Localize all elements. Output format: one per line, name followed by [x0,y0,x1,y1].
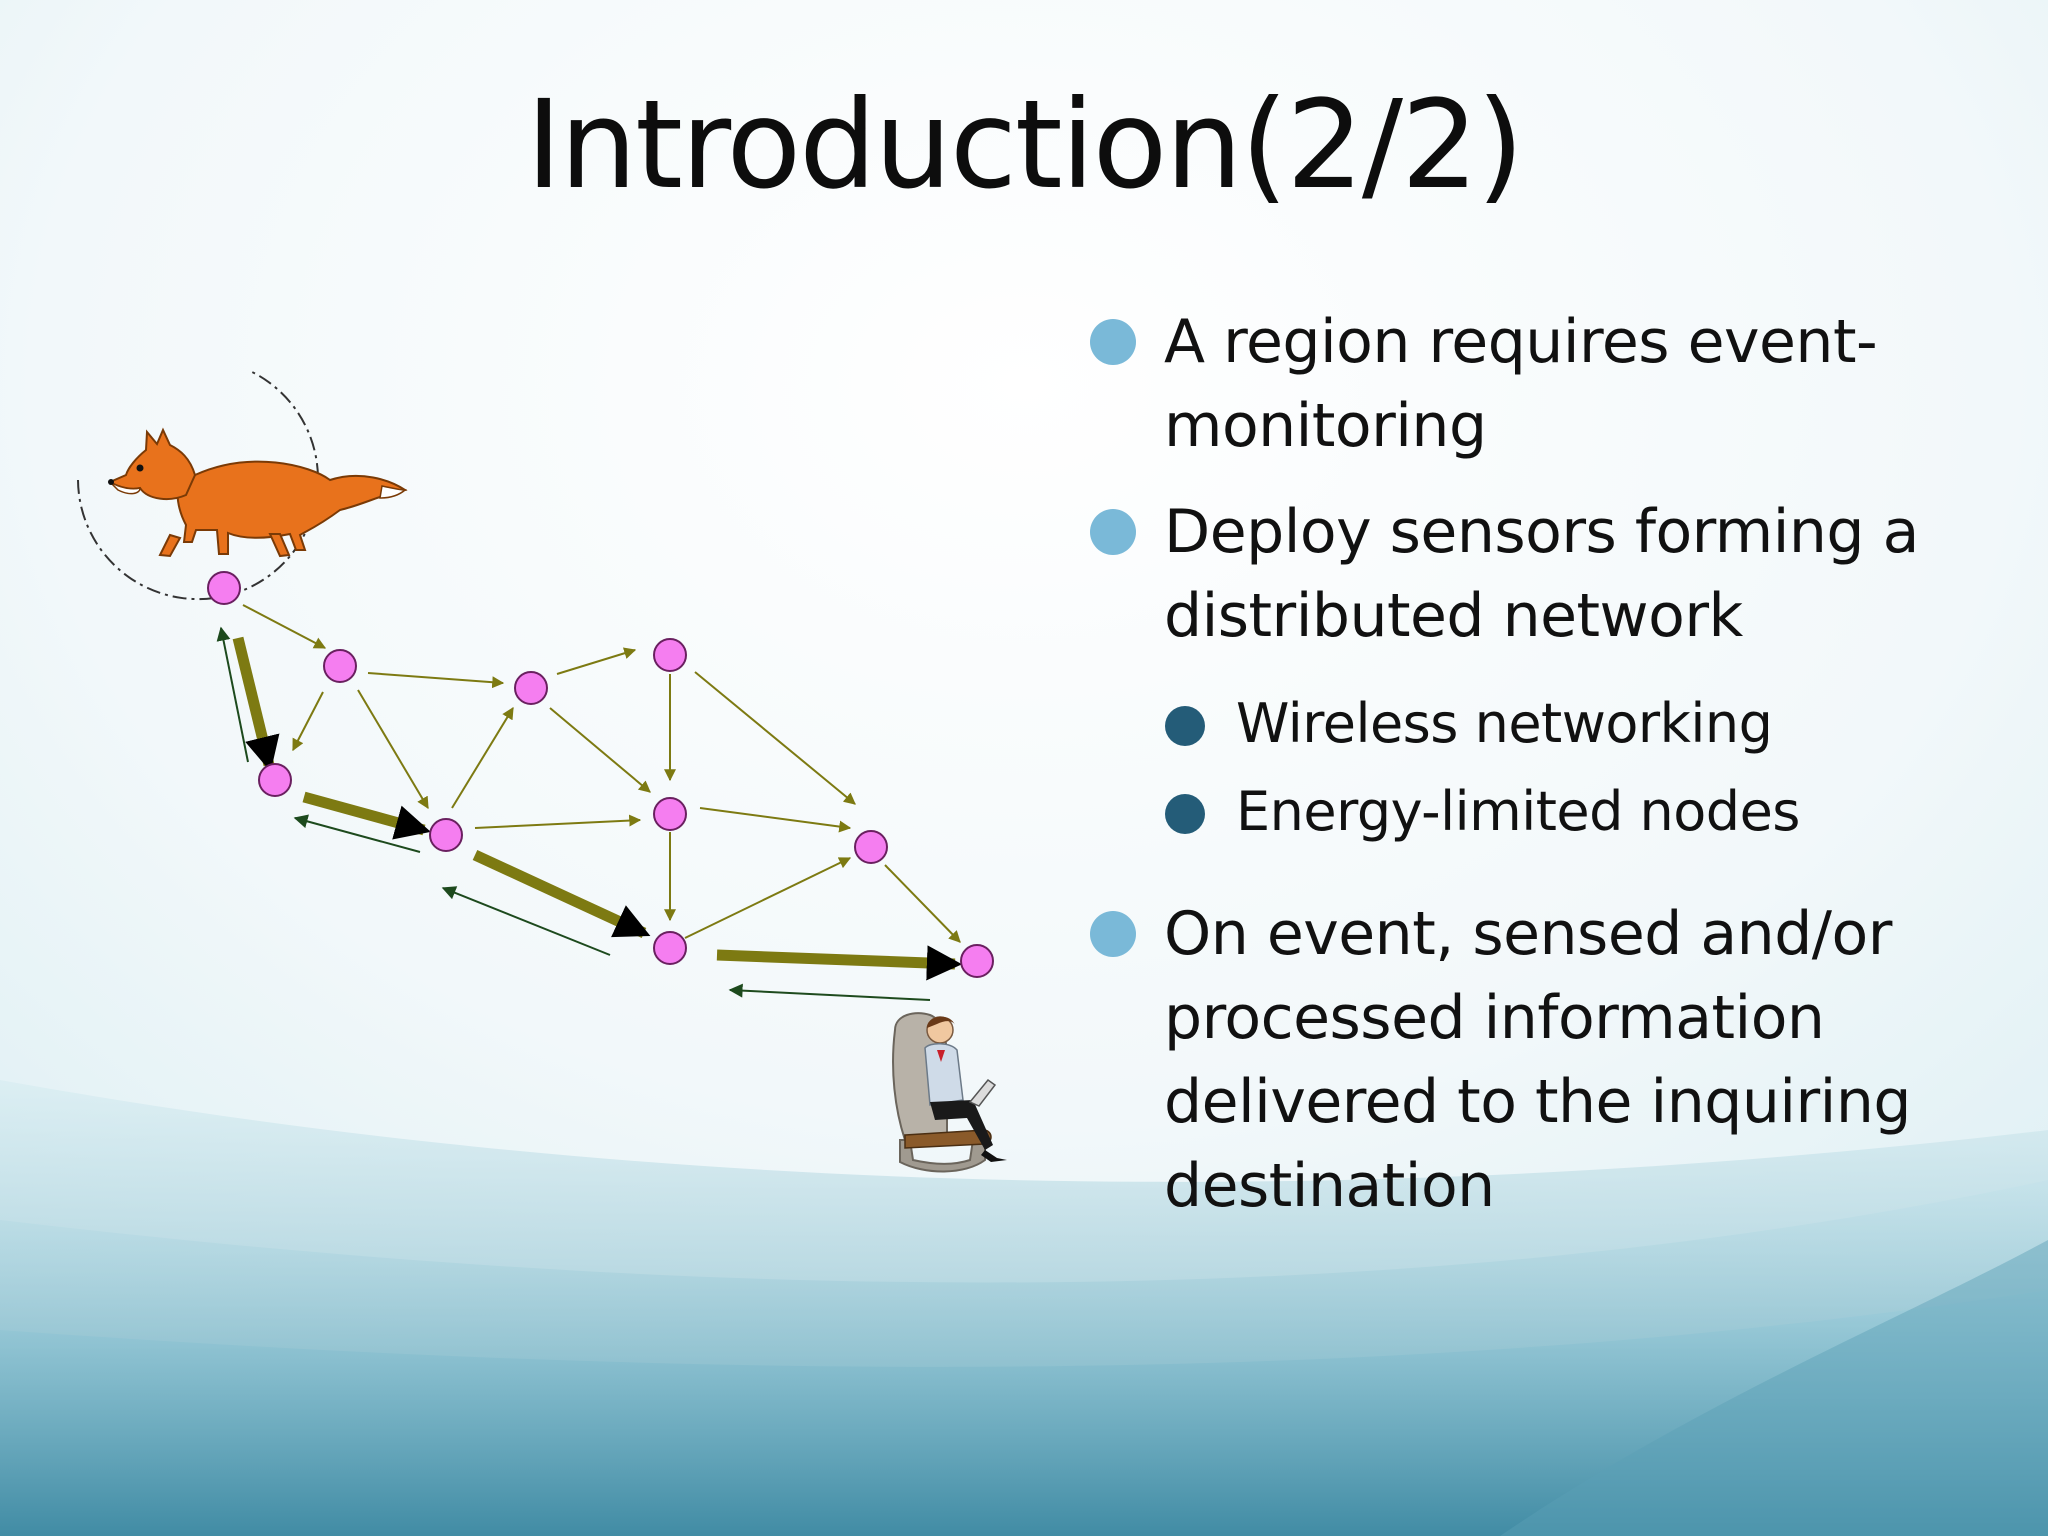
bullet-line: delivered to the inquiring [1164,1067,1911,1137]
sensor-node [323,649,357,683]
interest-reverse-path [216,626,931,1001]
sub-bullet-item: Energy-limited nodes [1165,768,2030,856]
bullet-dot-icon [1090,509,1136,555]
sensor-node [429,818,463,852]
bullet-line: processed information [1164,983,1825,1053]
sub-bullet-list: Wireless networking Energy-limited nodes [1090,680,2030,856]
sensor-node [854,830,888,864]
bullet-line: A region requires event- [1164,307,1878,377]
sensor-node [258,763,292,797]
bullet-item: A region requires event- monitoring [1090,300,2030,468]
network-edges [242,604,961,943]
bullet-line: distributed network [1164,581,1743,651]
bullet-list: A region requires event- monitoring Depl… [1090,300,2030,1250]
bullet-line: Deploy sensors forming a [1164,497,1919,567]
sensor-node [653,638,687,672]
sensor-node [207,571,241,605]
sub-bullet-text: Wireless networking [1236,692,1773,755]
sensing-range-circle [77,369,319,601]
sub-bullet-text: Energy-limited nodes [1236,780,1800,843]
sensor-nodes [207,571,994,978]
sensor-node [960,944,994,978]
bullet-item: On event, sensed and/or processed inform… [1090,892,2030,1228]
person-with-laptop-icon [892,1012,1007,1173]
bullet-dot-icon [1090,911,1136,957]
bullet-line: destination [1164,1151,1495,1221]
sub-bullet-dot-icon [1165,794,1205,834]
data-forwarding-path [232,636,963,981]
slide-title: Introduction(2/2) [525,74,1524,216]
sensor-node [653,931,687,965]
fox-icon [107,427,408,558]
sensor-node [653,797,687,831]
bullet-item: Deploy sensors forming a distributed net… [1090,490,2030,658]
sub-bullet-dot-icon [1165,706,1205,746]
sub-bullet-item: Wireless networking [1165,680,2030,768]
sensor-node [514,671,548,705]
bullet-line: On event, sensed and/or [1164,899,1892,969]
bullet-line: monitoring [1164,391,1487,461]
bullet-dot-icon [1090,319,1136,365]
